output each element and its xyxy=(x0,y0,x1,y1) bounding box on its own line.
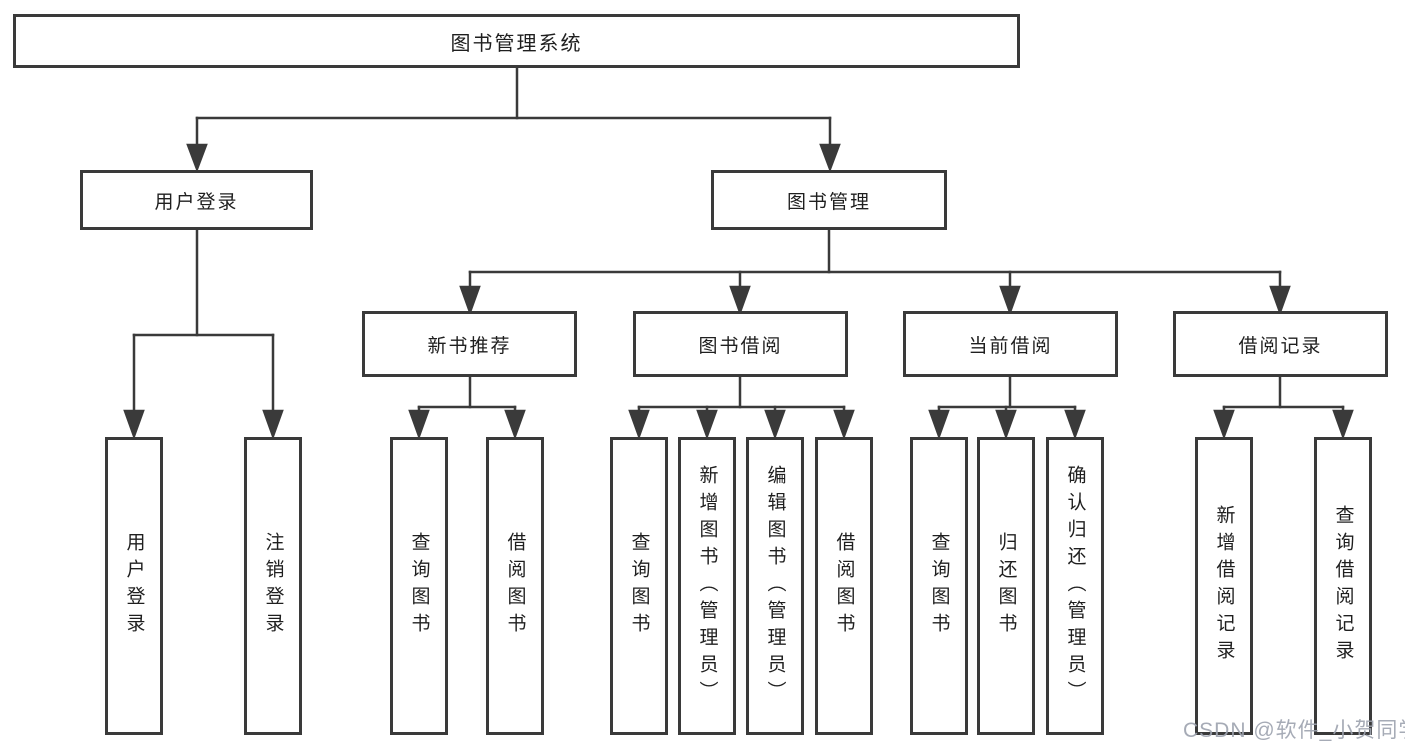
node-new-book-recommend: 新书推荐 xyxy=(362,311,577,377)
leaf-return-books: 归还图书 xyxy=(977,437,1035,735)
node-current-borrow: 当前借阅 xyxy=(903,311,1118,377)
leaf-add-borrow-record: 新增借阅记录 xyxy=(1195,437,1253,735)
leaf-borrow-query-books: 查询图书 xyxy=(610,437,668,735)
leaf-add-books-admin: 新增图书（管理员） xyxy=(678,437,736,735)
leaf-label: 确认归还（管理员） xyxy=(1064,464,1086,708)
leaf-label: 新增借阅记录 xyxy=(1213,505,1235,667)
leaf-logout-login: 注销登录 xyxy=(244,437,302,735)
node-book-borrow: 图书借阅 xyxy=(633,311,848,377)
csdn-watermark: CSDN @软件_小贺同学 xyxy=(1183,719,1405,742)
leaf-label: 注销登录 xyxy=(262,532,284,640)
node-book-management: 图书管理 xyxy=(711,170,947,230)
leaf-label: 借阅图书 xyxy=(833,532,855,640)
node-user-login: 用户登录 xyxy=(80,170,313,230)
leaf-label: 借阅图书 xyxy=(504,532,526,640)
leaf-recommend-query-books: 查询图书 xyxy=(390,437,448,735)
leaf-label: 编辑图书（管理员） xyxy=(764,464,786,708)
leaf-label: 查询图书 xyxy=(628,532,650,640)
leaf-label: 查询图书 xyxy=(408,532,430,640)
leaf-user-login: 用户登录 xyxy=(105,437,163,735)
leaf-borrow-books: 借阅图书 xyxy=(815,437,873,735)
leaf-label: 查询图书 xyxy=(928,532,950,640)
leaf-current-query-books: 查询图书 xyxy=(910,437,968,735)
node-root-system: 图书管理系统 xyxy=(13,14,1020,68)
node-borrow-record: 借阅记录 xyxy=(1173,311,1388,377)
leaf-edit-books-admin: 编辑图书（管理员） xyxy=(746,437,804,735)
leaf-label: 新增图书（管理员） xyxy=(696,464,718,708)
leaf-label: 查询借阅记录 xyxy=(1332,505,1354,667)
leaf-recommend-borrow-books: 借阅图书 xyxy=(486,437,544,735)
leaf-label: 用户登录 xyxy=(123,532,145,640)
leaf-label: 归还图书 xyxy=(995,532,1017,640)
leaf-query-borrow-record: 查询借阅记录 xyxy=(1314,437,1372,735)
leaf-confirm-return-admin: 确认归还（管理员） xyxy=(1046,437,1104,735)
